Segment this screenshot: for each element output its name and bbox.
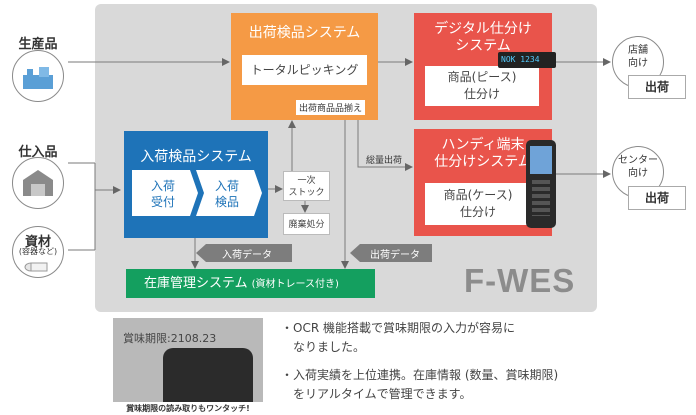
- bullet-realtime-line1: ・入荷実績を上位連携。在庫情報 (数量、賞味期限): [281, 368, 559, 382]
- digital-display-text: NOK 1234: [501, 55, 540, 64]
- purchase-label: 仕入品: [18, 145, 58, 160]
- center-line2: 向け: [628, 168, 648, 179]
- receiving-data-arrow: [196, 244, 292, 262]
- temp-stock-line2: ストック: [288, 188, 325, 198]
- inventory-system-bar: 在庫管理システム(資材トレース付き): [126, 269, 375, 298]
- case-sort: 商品(ケース) 仕分け: [425, 183, 531, 225]
- production-circle: [12, 50, 64, 102]
- center-truck: 出荷: [628, 186, 686, 210]
- bullet-realtime-line2: をリアルタイムで管理できます。: [293, 387, 472, 401]
- piece-sort: 商品(ピース) 仕分け: [425, 66, 539, 106]
- center-line1: センター: [618, 155, 658, 166]
- purchase-circle: [12, 157, 64, 209]
- bullet-ocr-line2: なりました。: [293, 340, 366, 354]
- inventory-subtitle: (資材トレース付き): [251, 279, 339, 290]
- store-line2: 向け: [628, 58, 648, 69]
- total-picking: トータルピッキング: [242, 55, 367, 85]
- inventory-title: 在庫管理システム: [144, 276, 248, 291]
- store-truck-label: 出荷: [644, 80, 669, 94]
- bullet-ocr: ・OCR 機能搭載で賞味期限の入力が容易に なりました。: [281, 319, 515, 357]
- digital-display-icon: NOK 1234: [498, 52, 556, 68]
- shipping-inspection-title: 出荷検品システム: [248, 25, 361, 41]
- case-sort-line1: 商品(ケース): [443, 188, 513, 202]
- handy-sort-title-2: 仕分けシステム: [434, 154, 532, 170]
- bullet-ocr-line1: ・OCR 機能搭載で賞味期限の入力が容易に: [281, 321, 515, 335]
- scanner-device: [163, 348, 253, 402]
- expiry-label-text: 賞味期限:2108.23: [123, 332, 217, 345]
- digital-sort-title-1: デジタル仕分け: [434, 21, 532, 37]
- ocr-photo: 賞味期限:2108.23: [113, 318, 263, 402]
- bulk-shipping-label: 総量出荷: [366, 156, 403, 166]
- piece-sort-line1: 商品(ピース): [447, 70, 517, 84]
- center-truck-label: 出荷: [644, 191, 669, 205]
- store-truck: 出荷: [628, 75, 686, 99]
- shipping-data-label: 出荷データ: [370, 250, 420, 261]
- bullet-realtime: ・入荷実績を上位連携。在庫情報 (数量、賞味期限) をリアルタイムで管理できます…: [281, 366, 558, 404]
- receiving-inspection-title: 入荷検品システム: [140, 149, 252, 165]
- receiving-acceptance: 入荷 受付: [138, 178, 188, 210]
- temp-stock-box: 一次 ストック: [283, 171, 330, 201]
- shipping-goods-tag: 出荷商品品揃え: [296, 100, 366, 115]
- store-line1: 店舗: [628, 45, 648, 56]
- paper-roll-icon: [24, 262, 48, 272]
- warehouse-icon: [23, 170, 53, 196]
- handy-sort-title-1: ハンディ端末: [441, 137, 525, 153]
- receiving-inspection-step: 入荷 検品: [202, 178, 252, 210]
- digital-sort-title-2: システム: [455, 38, 511, 54]
- factory-icon: [23, 67, 53, 89]
- disposal-box: 廃棄処分: [283, 213, 330, 235]
- temp-stock-line1: 一次: [297, 176, 316, 186]
- materials-circle: [12, 226, 64, 278]
- piece-sort-line2: 仕分け: [463, 87, 500, 101]
- store-label: 店舗 向け: [612, 44, 664, 70]
- receiving-acceptance-line2: 受付: [150, 195, 175, 209]
- photo-caption: 賞味期限の読み取りもワンタッチ!: [126, 404, 250, 413]
- center-label: センター 向け: [609, 154, 667, 180]
- receiving-data-label: 入荷データ: [222, 250, 272, 261]
- receiving-inspection-line2: 検品: [214, 195, 239, 209]
- fwes-logo-text: F-WES: [464, 262, 576, 299]
- shipping-data-arrow: [350, 244, 432, 262]
- receiving-steps: [132, 170, 262, 216]
- receiving-acceptance-line1: 入荷: [150, 179, 175, 193]
- handy-terminal-icon: [526, 140, 556, 228]
- case-sort-line2: 仕分け: [459, 205, 496, 219]
- receiving-inspection-line1: 入荷: [214, 179, 239, 193]
- production-label: 生産品: [18, 37, 58, 52]
